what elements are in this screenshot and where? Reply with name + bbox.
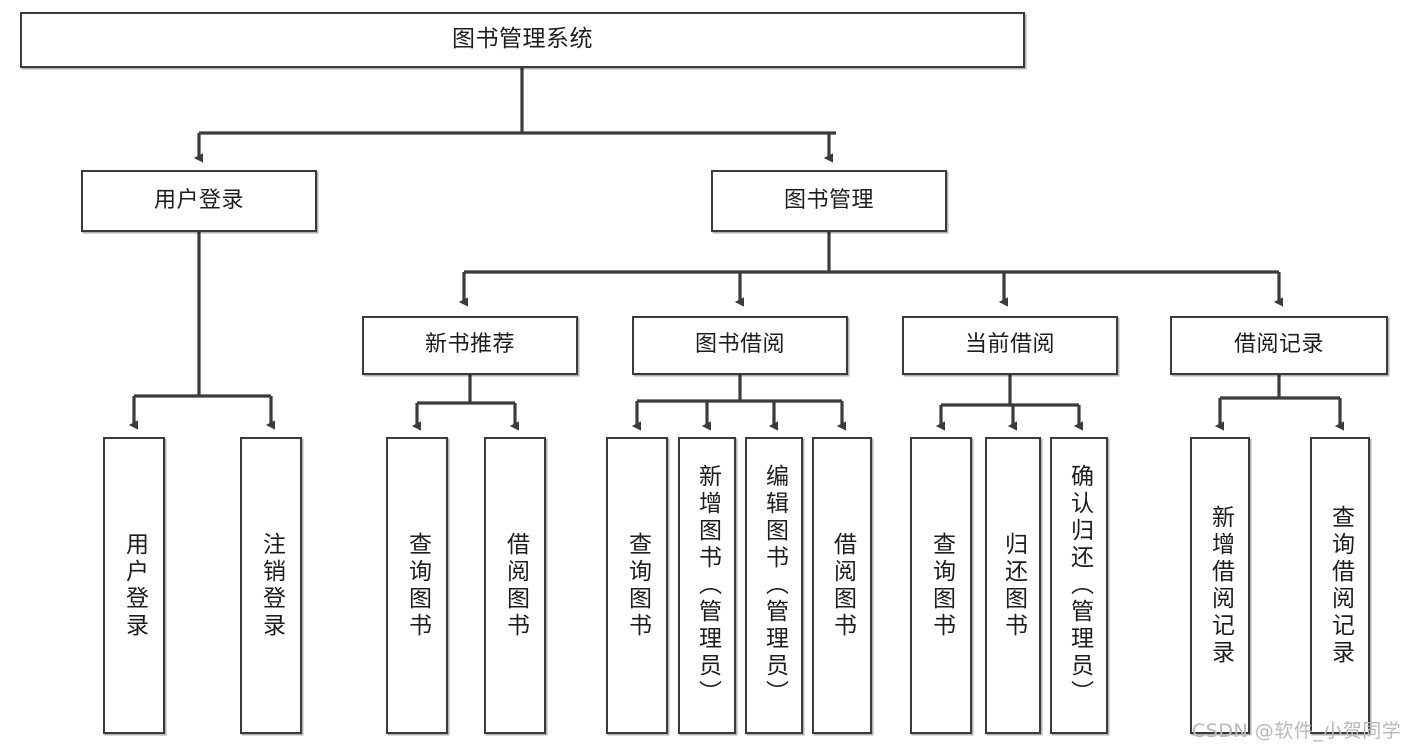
node-leaf-query-book-2[interactable]: 查询图书 (606, 437, 668, 734)
node-book-borrow[interactable]: 图书借阅 (632, 316, 848, 375)
node-label-leaf-borrow-book-1: 借阅图书 (502, 531, 529, 640)
node-current-borrow[interactable]: 当前借阅 (902, 316, 1118, 375)
node-borrow-record[interactable]: 借阅记录 (1170, 316, 1388, 375)
node-new-book-rec[interactable]: 新书推荐 (362, 316, 578, 375)
node-leaf-add-book[interactable]: 新增图书（管理员） (678, 437, 736, 734)
node-label-new-book-rec: 新书推荐 (424, 332, 515, 358)
node-leaf-borrow-book-2[interactable]: 借阅图书 (812, 437, 872, 734)
node-root[interactable]: 图书管理系统 (20, 12, 1025, 68)
node-label-book-borrow: 图书借阅 (694, 332, 785, 358)
node-label-leaf-return-book: 归还图书 (1000, 531, 1027, 640)
node-label-leaf-user-login: 用户登录 (121, 531, 148, 640)
node-leaf-query-record[interactable]: 查询借阅记录 (1310, 437, 1370, 734)
node-label-current-borrow: 当前借阅 (964, 332, 1055, 358)
node-leaf-query-book-1[interactable]: 查询图书 (386, 437, 448, 734)
node-label-leaf-add-book: 新增图书（管理员） (694, 464, 721, 707)
node-label-leaf-query-record: 查询借阅记录 (1327, 504, 1354, 667)
node-label-leaf-logout: 注销登录 (258, 531, 285, 640)
node-book-manage[interactable]: 图书管理 (711, 170, 947, 232)
node-label-borrow-record: 借阅记录 (1233, 332, 1324, 358)
node-leaf-edit-book[interactable]: 编辑图书（管理员） (745, 437, 803, 734)
node-leaf-add-record[interactable]: 新增借阅记录 (1190, 437, 1250, 734)
node-label-leaf-query-book-1: 查询图书 (404, 531, 431, 640)
node-label-book-manage: 图书管理 (783, 187, 874, 213)
node-leaf-confirm-return[interactable]: 确认归还（管理员） (1050, 437, 1108, 734)
node-leaf-user-login[interactable]: 用户登录 (103, 437, 165, 734)
node-label-leaf-edit-book: 编辑图书（管理员） (761, 464, 788, 707)
node-label-leaf-borrow-book-2: 借阅图书 (829, 531, 856, 640)
node-label-root: 图书管理系统 (452, 26, 593, 53)
node-label-leaf-query-book-3: 查询图书 (928, 531, 955, 640)
csdn-watermark: CSDN @软件_小贺同学 (1192, 720, 1402, 742)
node-label-leaf-confirm-return: 确认归还（管理员） (1066, 464, 1093, 707)
node-leaf-return-book[interactable]: 归还图书 (985, 437, 1041, 734)
node-label-leaf-query-book-2: 查询图书 (624, 531, 651, 640)
node-leaf-borrow-book-1[interactable]: 借阅图书 (484, 437, 546, 734)
node-label-leaf-add-record: 新增借阅记录 (1207, 504, 1234, 667)
node-leaf-logout[interactable]: 注销登录 (240, 437, 302, 734)
node-leaf-query-book-3[interactable]: 查询图书 (910, 437, 972, 734)
node-user-login[interactable]: 用户登录 (81, 170, 317, 232)
node-label-user-login: 用户登录 (153, 187, 244, 213)
